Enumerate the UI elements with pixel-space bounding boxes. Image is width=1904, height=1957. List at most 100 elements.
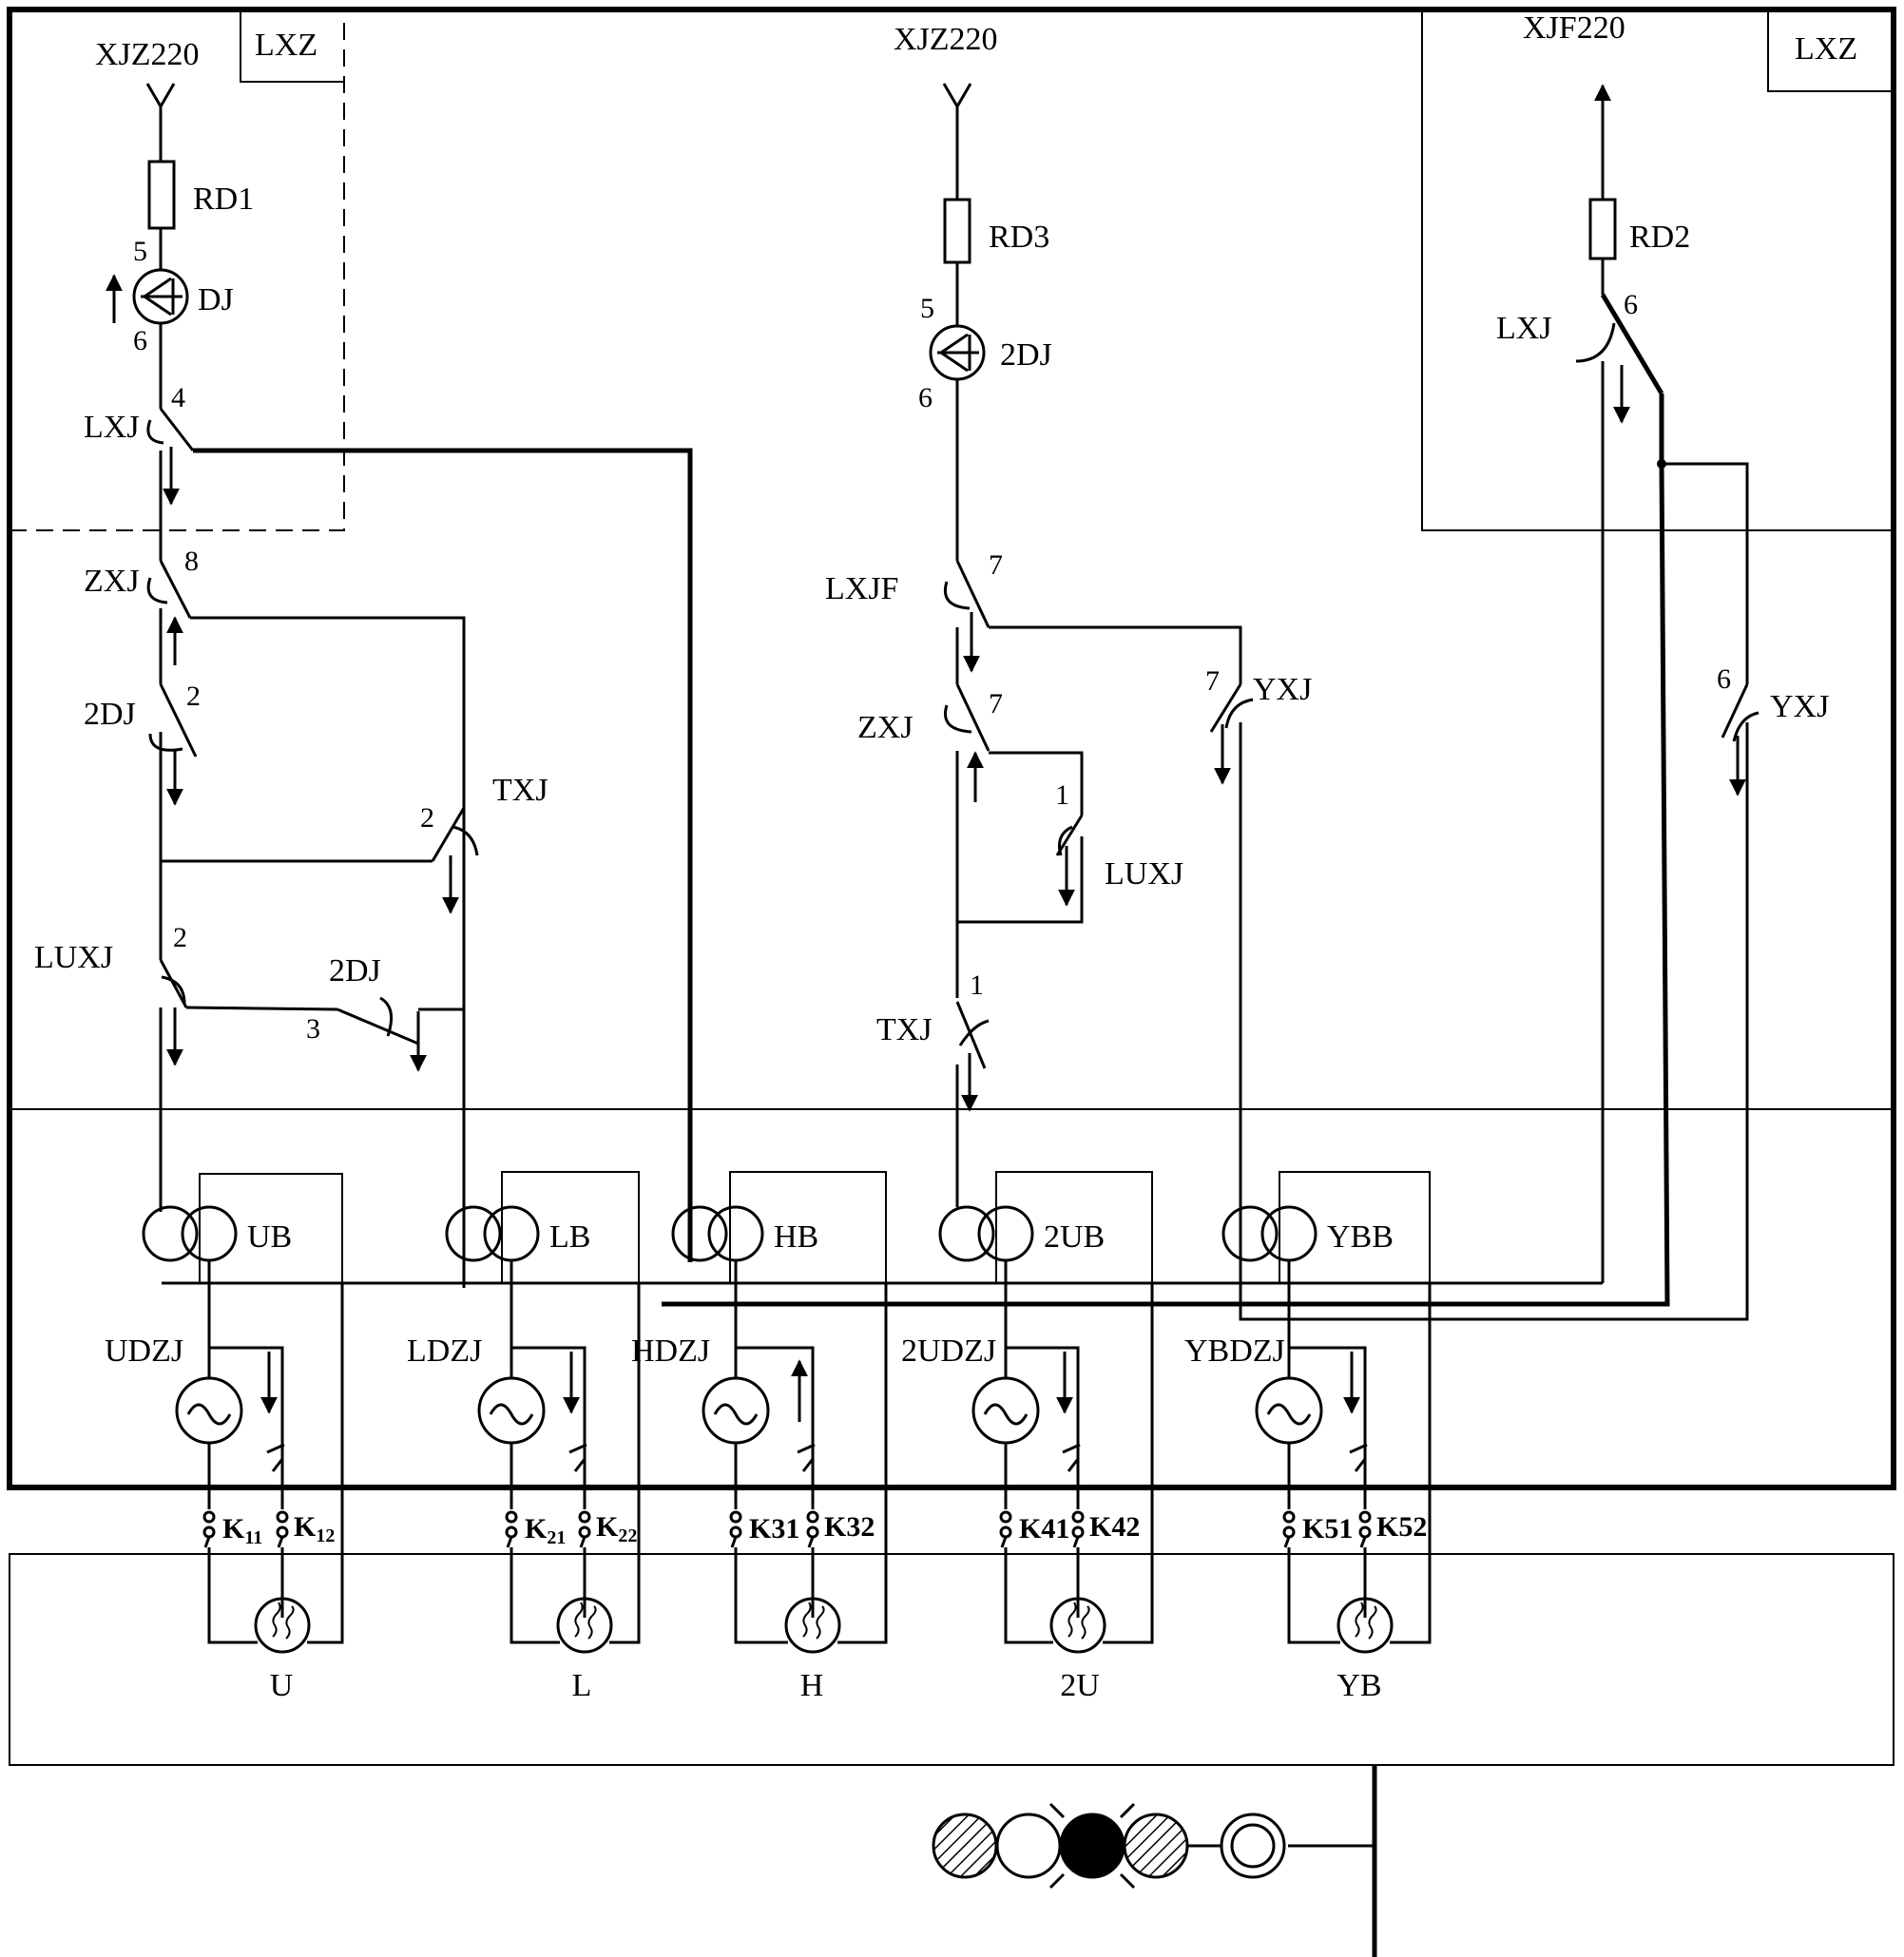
- transformer-hb: HB: [673, 1172, 886, 1340]
- transformer-row: UB LB HB 2UB YBB: [144, 1172, 1430, 1340]
- middle-source: XJZ220: [894, 22, 998, 106]
- transformer-label: HB: [774, 1219, 818, 1255]
- transformer-ybb: YBB: [1223, 1172, 1430, 1340]
- signal-lamp-icon: [997, 1814, 1060, 1877]
- lamp-label: 2U: [1060, 1668, 1100, 1703]
- lamp-label: YB: [1337, 1668, 1381, 1703]
- flash-relay-ybdzj: YBDZJ: [1184, 1333, 1367, 1509]
- flash-relay-ldzj: LDZJ: [407, 1333, 587, 1509]
- svg-text:LXZ: LXZ: [1795, 31, 1857, 67]
- terminal-lamp-h: K31 K32H: [731, 1283, 886, 1703]
- terminal-label: K22: [596, 1511, 637, 1546]
- fuse-rd2: RD2: [1590, 200, 1690, 259]
- svg-text:LUXJ: LUXJ: [34, 940, 113, 975]
- svg-text:5: 5: [133, 236, 147, 267]
- svg-text:LUXJ: LUXJ: [1105, 856, 1183, 892]
- svg-text:2DJ: 2DJ: [1000, 337, 1052, 373]
- svg-text:5: 5: [920, 293, 934, 324]
- right-source: XJF220: [1523, 10, 1625, 200]
- svg-text:TXJ: TXJ: [876, 1012, 933, 1047]
- lxz-right-tag: LXZ: [1768, 11, 1894, 91]
- svg-text:YXJ: YXJ: [1770, 689, 1829, 724]
- svg-text:1: 1: [970, 969, 984, 1001]
- signal-lamp-strip: [933, 1765, 1375, 1957]
- svg-text:6: 6: [1624, 289, 1638, 320]
- svg-text:2: 2: [173, 922, 187, 953]
- contact-lxj-left: LXJ 4: [84, 382, 690, 1262]
- svg-text:8: 8: [184, 546, 199, 577]
- signal-lamp-icon: [1221, 1814, 1284, 1877]
- contact-yxj-mid: YXJ 7: [1205, 665, 1312, 1202]
- terminal-label: K32: [824, 1511, 875, 1543]
- contact-lxj-right: LXJ 6: [162, 259, 1747, 1304]
- lamp-label: H: [800, 1668, 824, 1703]
- transformer-lb: LB: [447, 1172, 639, 1340]
- panel-frame: [10, 10, 1894, 1487]
- flash-relay-udzj: UDZJ: [105, 1333, 284, 1509]
- terminal-label: K12: [294, 1511, 335, 1546]
- contact-zxj-left: ZXJ 8: [84, 546, 464, 1288]
- svg-text:1: 1: [1055, 779, 1069, 811]
- svg-text:ZXJ: ZXJ: [84, 564, 140, 599]
- transformer-label: UB: [247, 1219, 292, 1255]
- svg-text:TXJ: TXJ: [492, 773, 548, 808]
- lamp-label: L: [572, 1668, 592, 1703]
- svg-text:3: 3: [306, 1013, 320, 1045]
- transformer-label: YBB: [1327, 1219, 1394, 1255]
- terminal-lamp-u: K11 K12U: [204, 1283, 342, 1703]
- svg-text:LXJ: LXJ: [1496, 311, 1552, 346]
- lamp-label: U: [270, 1668, 294, 1703]
- transformer-2ub: 2UB: [940, 1172, 1152, 1340]
- svg-text:2: 2: [420, 802, 434, 834]
- flash-relay-label: LDZJ: [407, 1333, 482, 1369]
- relay-dj: 5 6 DJ: [114, 236, 234, 356]
- svg-text:4: 4: [171, 382, 185, 413]
- svg-text:YXJ: YXJ: [1253, 672, 1312, 707]
- svg-text:2: 2: [186, 681, 201, 712]
- svg-text:LXJ: LXJ: [84, 410, 140, 445]
- contact-lxjf: LXJF 7: [825, 549, 1240, 684]
- contact-2dj-lower: 2DJ 3: [306, 953, 464, 1070]
- svg-text:2DJ: 2DJ: [329, 953, 381, 988]
- contact-txj-mid: TXJ 1: [876, 969, 989, 1110]
- contact-txj-left: TXJ 2: [420, 773, 548, 912]
- svg-text:ZXJ: ZXJ: [857, 710, 914, 745]
- lamp-panel-frame: [10, 1554, 1894, 1765]
- svg-text:XJZ220: XJZ220: [95, 37, 200, 72]
- svg-text:RD3: RD3: [989, 220, 1049, 255]
- lxz-left-tag: LXZ: [240, 11, 344, 82]
- svg-text:LXZ: LXZ: [255, 28, 317, 63]
- left-source: XJZ220: [95, 37, 200, 106]
- flash-relay-label: HDZJ: [631, 1333, 710, 1369]
- terminal-lamp-l: K21 K22L: [507, 1283, 639, 1703]
- contact-zxj-mid: ZXJ 7: [857, 684, 1082, 815]
- terminal-label: K31: [749, 1513, 799, 1544]
- lxz-right-box: [1422, 11, 1894, 530]
- transformer-label: LB: [549, 1219, 590, 1255]
- flash-relay-label: YBDZJ: [1184, 1333, 1285, 1369]
- terminal-label: K41: [1019, 1513, 1069, 1544]
- transformer-label: 2UB: [1044, 1219, 1105, 1255]
- svg-text:RD1: RD1: [193, 182, 254, 217]
- contact-luxj-mid: LUXJ 1: [957, 779, 1183, 922]
- signal-lamp-icon: [933, 1814, 996, 1877]
- flash-relay-label: 2UDZJ: [901, 1333, 996, 1369]
- terminal-label: K11: [222, 1513, 262, 1548]
- terminal-label: K21: [525, 1513, 566, 1548]
- flash-relay-hdzj: HDZJ: [631, 1333, 815, 1509]
- svg-text:7: 7: [989, 688, 1003, 719]
- fuse-rd3: RD3: [945, 200, 1049, 262]
- signal-lamp-icon: [1050, 1804, 1134, 1888]
- terminal-label: K51: [1302, 1513, 1353, 1544]
- transformer-ub: UB: [144, 1174, 342, 1340]
- terminal-label: K42: [1089, 1511, 1140, 1543]
- svg-text:6: 6: [133, 325, 147, 356]
- contact-luxj-left: LUXJ 2: [34, 922, 337, 1065]
- terminal-lamp-yb: K51K52YB: [1284, 1283, 1430, 1703]
- svg-text:7: 7: [989, 549, 1003, 581]
- svg-text:7: 7: [1205, 665, 1220, 697]
- svg-text:XJZ220: XJZ220: [894, 22, 998, 57]
- svg-text:DJ: DJ: [198, 282, 234, 317]
- svg-text:6: 6: [1717, 663, 1731, 695]
